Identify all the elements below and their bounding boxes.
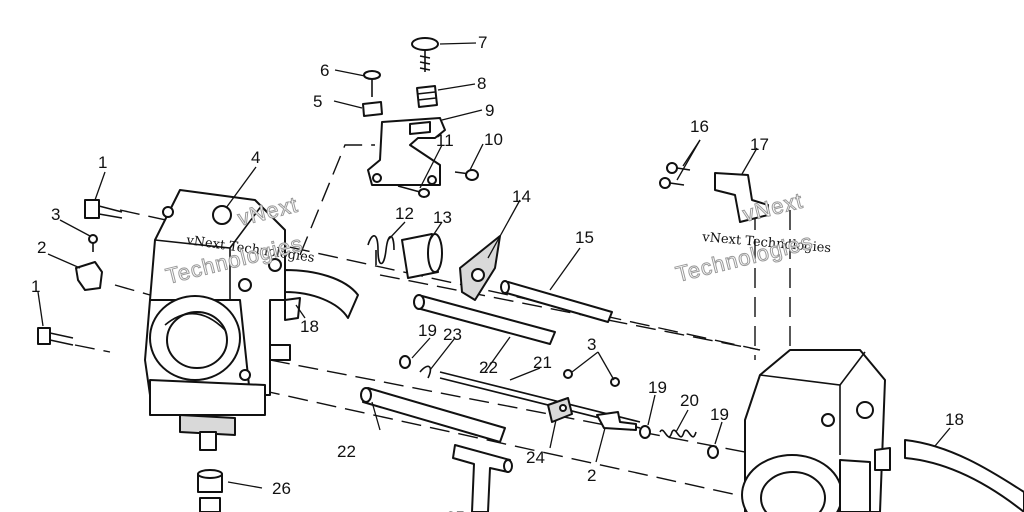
- callout-3-left: 3: [51, 205, 60, 224]
- callout-2-linkage: 2: [587, 466, 596, 485]
- callout-17: 17: [750, 135, 769, 154]
- assembly-axis-lines: [74, 144, 791, 501]
- callout-20: 20: [680, 391, 699, 410]
- callout-19-right: 19: [710, 405, 729, 424]
- right-bracket: [659, 162, 769, 223]
- callout-9: 9: [485, 101, 494, 120]
- callout-22-upper: 22: [479, 358, 498, 377]
- callout-12: 12: [395, 204, 414, 223]
- rods-and-tubes: [360, 280, 641, 512]
- callout-11: 11: [436, 131, 454, 150]
- cable-bracket-assembly: [362, 37, 479, 198]
- callout-26: 26: [272, 479, 291, 498]
- callout-25: 25: [446, 508, 465, 512]
- bottom-fitting: [197, 469, 223, 512]
- callout-1-bottom: 1: [31, 277, 40, 296]
- leader-lines: [37, 42, 951, 489]
- callout-19-left: 19: [418, 321, 437, 340]
- callout-5: 5: [313, 92, 322, 111]
- callout-18-left: 18: [300, 317, 319, 336]
- callout-6: 6: [320, 61, 329, 80]
- spring-and-sleeve: [367, 233, 443, 279]
- callout-3-linkage: 3: [587, 335, 596, 354]
- callout-14: 14: [512, 187, 531, 206]
- callout-18-right: 18: [945, 410, 964, 429]
- left-side-hardware: [37, 199, 123, 346]
- callout-4: 4: [251, 148, 260, 167]
- callout-13: 13: [433, 208, 452, 227]
- callout-7: 7: [478, 33, 487, 52]
- right-carburetor-body: [741, 349, 891, 512]
- throttle-lever: [459, 235, 501, 301]
- callout-8: 8: [477, 74, 486, 93]
- callout-1-top: 1: [98, 153, 107, 172]
- hoses: [284, 269, 1024, 512]
- left-carburetor-body: [144, 189, 301, 451]
- linkage-hardware: [399, 355, 719, 459]
- callout-16: 16: [690, 117, 709, 136]
- callout-22-lower: 22: [337, 442, 356, 461]
- callout-21: 21: [533, 353, 552, 372]
- callout-15: 15: [575, 228, 594, 247]
- callout-10: 10: [484, 130, 503, 149]
- callout-19-mid: 19: [648, 378, 667, 397]
- callout-2-left: 2: [37, 238, 46, 257]
- callout-24: 24: [526, 448, 545, 467]
- callout-23: 23: [443, 325, 462, 344]
- callout-labels: 1 1 2 2 3 3 4 5 6 7 8 9 10 11 12 13 14 1…: [31, 33, 964, 512]
